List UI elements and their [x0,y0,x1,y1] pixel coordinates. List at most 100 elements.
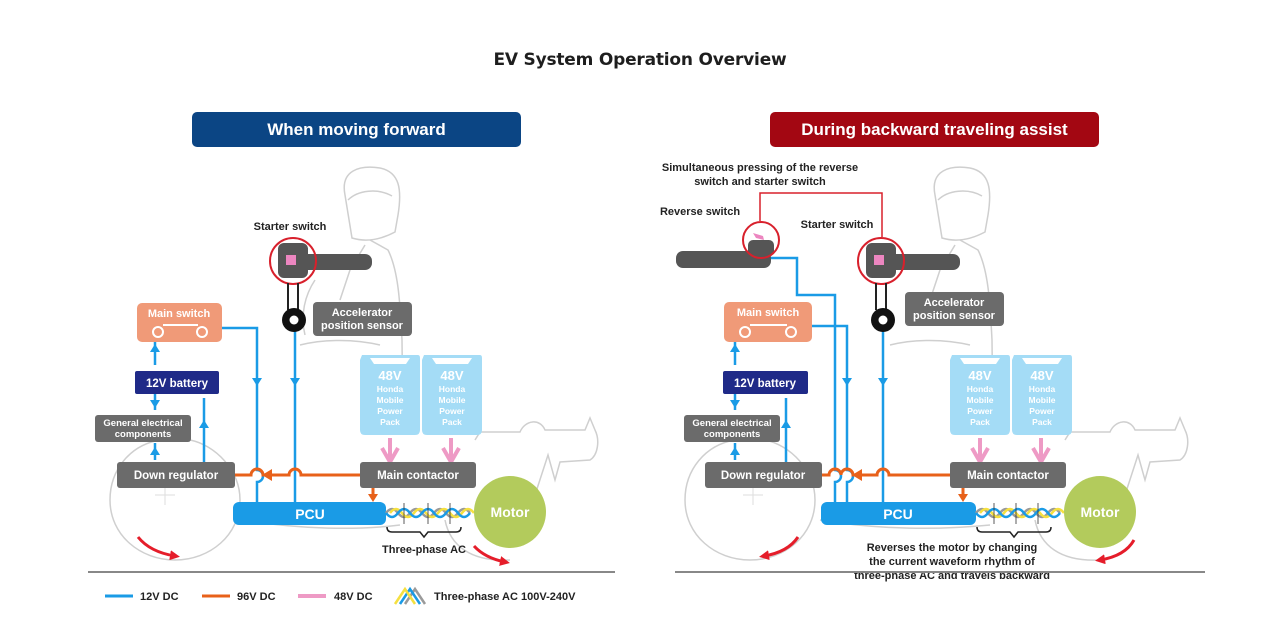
three-phase-icon [393,586,417,605]
main-switch-label: Main switch [737,307,800,319]
main-contactor-label: Main contactor [967,470,1049,482]
legend-item-three-phase: Three-phase AC 100V-240V [393,586,576,605]
page-title: EV System Operation Overview [493,50,787,70]
simultaneous-label: Simultaneous pressing of the reverse [662,162,858,174]
main-switch-box [137,303,222,342]
simultaneous-connector [759,192,883,237]
flow-arrow-icon [368,494,378,502]
svg-text:48V: 48V [968,368,991,383]
three-phase-label: Three-phase AC [382,544,466,556]
svg-text:Mobile: Mobile [1029,395,1056,405]
svg-text:48V: 48V [1030,368,1053,383]
sensor-wire [287,283,299,310]
svg-text:Mobile: Mobile [967,395,994,405]
switch-contact-icon [152,326,164,338]
main-contactor-box [360,462,476,488]
reverse-switch-label: Reverse switch [660,206,740,218]
main-contactor-box [950,462,1066,488]
simultaneous-label: switch and starter switch [694,176,826,188]
general-electrical-box [95,415,191,442]
down-regulator-box [117,462,235,488]
accelerator-label: Accelerator [332,307,393,319]
svg-text:Pack: Pack [1032,417,1052,427]
svg-text:Power: Power [439,406,465,416]
accelerator-sensor-box [313,302,412,336]
motor-rotation-arrow [472,544,510,566]
legend-label: 96V DC [237,591,276,603]
flow-arrow-icon [781,420,791,428]
svg-text:Pack: Pack [970,417,990,427]
reverse-switch-button[interactable] [753,233,764,240]
pcu-box [233,502,386,525]
wheel-hub-icon [155,485,175,505]
sensor-wire [875,283,887,310]
down-regulator-label: Down regulator [721,470,806,482]
96v-dc-line [822,467,965,497]
starter-switch-label: Starter switch [801,219,874,231]
motor-icon [1064,476,1136,548]
svg-text:Honda: Honda [1029,384,1056,394]
power-pack: 48V Honda Mobile Power Pack [1012,355,1072,435]
legend-label: Three-phase AC 100V-240V [434,591,576,603]
three-phase-waveform [975,503,1065,524]
switch-contact-icon [785,326,797,338]
svg-text:Mobile: Mobile [439,395,466,405]
starter-switch-button[interactable] [874,255,884,265]
svg-text:Pack: Pack [380,417,400,427]
flow-arrow-icon [852,469,862,481]
flow-arrow-icon [842,378,852,386]
48v-dc-arrow [441,438,461,467]
12v-battery-label: 12V battery [734,378,797,390]
svg-text:Power: Power [1029,406,1055,416]
svg-text:Honda: Honda [439,384,466,394]
flow-arrow-icon [958,494,968,502]
flow-arrow-icon [150,447,160,455]
flow-arrow-icon [730,344,740,352]
legend-item-96v: 96V DC [202,591,276,603]
main-switch-label: Main switch [148,308,211,320]
general-electrical-label: components [115,429,171,440]
reverse-switch-highlight [742,221,780,259]
flow-arrow-icon [262,469,272,481]
accelerator-label: position sensor [321,320,404,332]
down-regulator-label: Down regulator [134,470,219,482]
reverse-switch-body [748,240,774,256]
motor-label: Motor [1081,504,1120,520]
flow-arrow-icon [290,378,300,386]
handlebar-grip [676,251,771,268]
flow-arrow-icon [878,378,888,386]
wheel-rotation-arrow [759,536,800,561]
switch-contact-icon [739,326,751,338]
general-electrical-label: components [704,429,760,440]
accelerator-label: position sensor [913,310,996,322]
wheel-rotation-arrow [136,536,180,561]
power-pack: 48V Honda Mobile Power Pack [360,355,420,435]
forward-panel: Starter switch Accelerator position sens… [88,166,615,573]
svg-text:Honda: Honda [377,384,404,394]
48v-dc-arrow [380,438,400,467]
svg-text:Power: Power [967,406,993,416]
power-pack: 48V Honda Mobile Power Pack [422,355,482,435]
brace-icon [976,526,1052,539]
svg-text:Mobile: Mobile [377,395,404,405]
general-electrical-label: General electrical [692,418,771,429]
flow-arrow-icon [150,400,160,408]
brace-icon [386,526,462,539]
legend-item-12v: 12V DC [105,591,179,603]
forward-panel-header: When moving forward [192,112,521,147]
flow-arrow-icon [730,400,740,408]
pcu-label: PCU [883,506,913,522]
legend-label: 48V DC [334,591,373,603]
legend-label: 12V DC [140,591,179,603]
general-electrical-label: General electrical [103,418,182,429]
three-phase-waveform [385,503,475,524]
accelerator-label: Accelerator [924,297,985,309]
12v-battery-box [135,371,219,394]
svg-text:Power: Power [377,406,403,416]
starter-switch-highlight [269,237,317,285]
pcu-label: PCU [295,506,325,522]
12v-battery-label: 12V battery [146,378,209,390]
flow-arrow-icon [730,447,740,455]
starter-switch-button[interactable] [286,255,296,265]
